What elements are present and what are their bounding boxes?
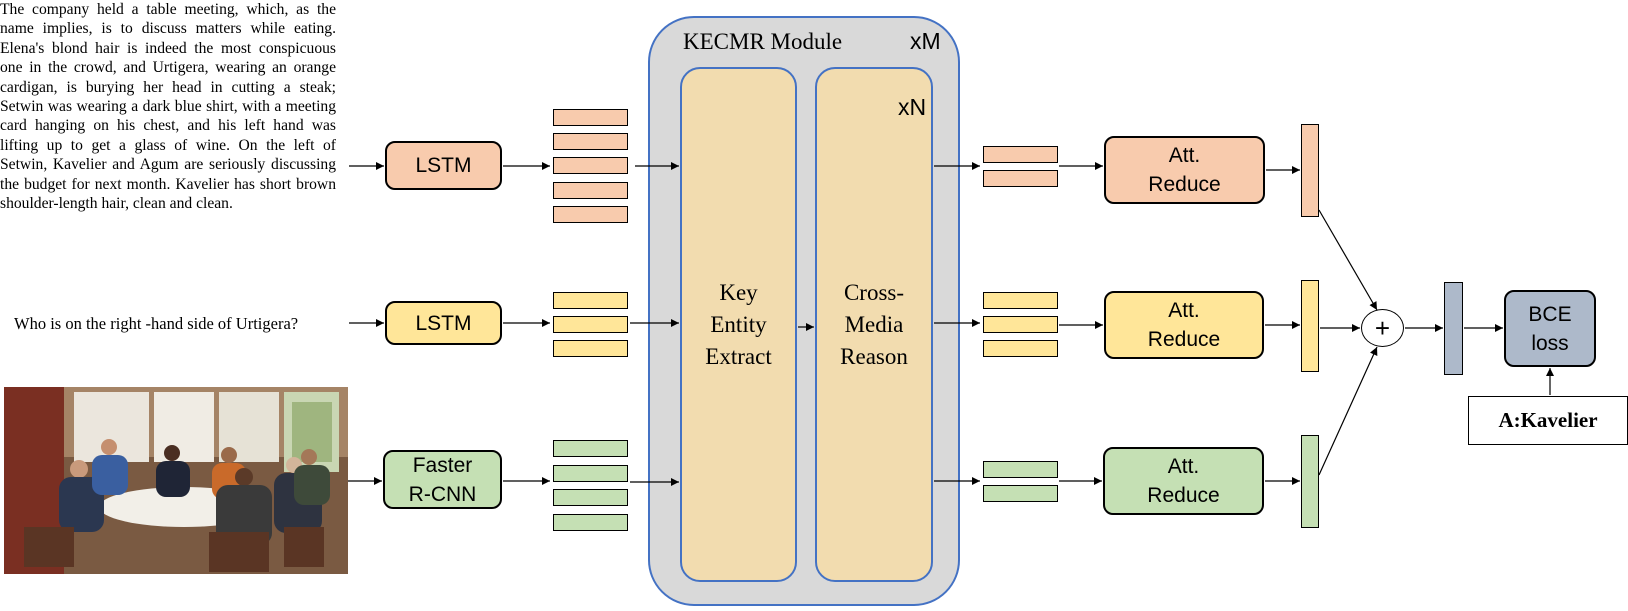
- bce-loss-line2: loss: [1531, 331, 1569, 355]
- reason-line1: Cross-: [843, 279, 905, 305]
- text-feature-bar: [553, 157, 628, 174]
- att-reduce-question-box: Att. Reduce: [1104, 291, 1264, 359]
- text-reduced-vector: [1301, 124, 1319, 217]
- att-reduce-line1: Att.: [1167, 455, 1200, 478]
- text-feature-bar: [553, 182, 628, 199]
- image-feature-bar: [553, 514, 628, 531]
- att-reduce-line2: Reduce: [1147, 484, 1220, 507]
- module-title: KECMR Module: [683, 29, 843, 54]
- question-feature-bar: [553, 316, 628, 333]
- key-entity-extract-block: Key Entity Extract: [680, 67, 797, 582]
- arrow-text-vector-to-sum: [1318, 209, 1378, 311]
- reason-line2: Media: [844, 311, 904, 337]
- image-output-bar: [983, 485, 1058, 502]
- att-reduce-line2: Reduce: [1148, 173, 1221, 196]
- image-feature-bar: [553, 440, 628, 457]
- faster-rcnn-line1: Faster: [412, 453, 473, 477]
- question-feature-bar: [553, 292, 628, 309]
- image-feature-bar: [553, 465, 628, 482]
- text-output-bar: [983, 146, 1058, 163]
- outer-repeat-label: xM: [910, 28, 941, 54]
- cross-media-reason-block: Cross- Media Reason: [815, 67, 933, 582]
- inner-repeat-label: xN: [898, 94, 927, 120]
- question-output-bar: [983, 340, 1058, 357]
- meeting-photo: [4, 387, 348, 574]
- text-output-bar: [983, 170, 1058, 187]
- passage-text: The company held a table meeting, which,…: [0, 1, 336, 213]
- sum-operator: +: [1361, 309, 1404, 347]
- extract-line3: Extract: [705, 343, 772, 369]
- text-feature-bar: [553, 206, 628, 223]
- plus-sign: +: [1374, 313, 1391, 343]
- faster-rcnn-box: Faster R-CNN: [383, 450, 502, 509]
- att-reduce-text-box: Att. Reduce: [1104, 136, 1265, 204]
- text-lstm-label: LSTM: [415, 154, 472, 177]
- question-output-bar: [983, 292, 1058, 309]
- question-text: Who is on the right -hand side of Urtige…: [14, 314, 299, 333]
- att-reduce-line1: Att.: [1168, 299, 1200, 322]
- image-reduced-vector: [1301, 435, 1319, 528]
- arrow-image-vector-to-sum: [1318, 346, 1378, 476]
- att-reduce-line1: Att.: [1168, 144, 1201, 167]
- image-output-bar: [983, 461, 1058, 478]
- bce-loss-box: BCE loss: [1504, 290, 1596, 367]
- image-feature-bar: [553, 489, 628, 506]
- question-reduced-vector: [1301, 280, 1319, 372]
- att-reduce-image-box: Att. Reduce: [1103, 447, 1264, 515]
- answer-box: A:Kavelier: [1468, 396, 1628, 445]
- text-feature-bar: [553, 109, 628, 126]
- bce-loss-line1: BCE: [1528, 302, 1572, 326]
- att-reduce-line2: Reduce: [1147, 328, 1221, 351]
- question-feature-bar: [553, 340, 628, 357]
- reason-line3: Reason: [840, 343, 908, 369]
- question-lstm-label: LSTM: [415, 311, 472, 335]
- question-output-bar: [983, 316, 1058, 333]
- extract-line2: Entity: [710, 311, 767, 337]
- extract-line1: Key: [719, 279, 758, 305]
- faster-rcnn-line2: R-CNN: [408, 482, 477, 506]
- fused-vector: [1444, 282, 1463, 375]
- text-lstm-box: LSTM: [385, 141, 502, 190]
- text-feature-bar: [553, 133, 628, 150]
- question-lstm-box: LSTM: [385, 301, 502, 345]
